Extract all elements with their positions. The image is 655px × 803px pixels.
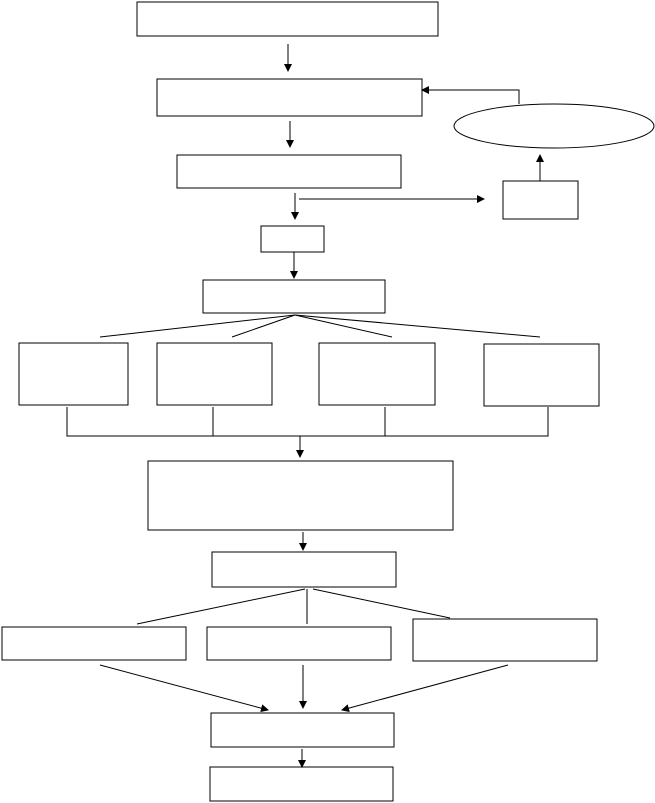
- lower-branch-3: [412, 618, 598, 662]
- merge-box: [147, 460, 454, 531]
- fan-line-2: [231, 314, 296, 338]
- small-box: [260, 225, 325, 253]
- branch-box-2: [156, 342, 273, 406]
- final-box: [209, 766, 394, 802]
- arrow-lower3-to-converge: [341, 664, 509, 713]
- fan-line-4: [294, 314, 541, 338]
- top-box: [136, 1, 439, 37]
- arrow-lower1-to-converge: [99, 664, 269, 713]
- second-split-box: [211, 551, 397, 588]
- side-box: [502, 180, 579, 220]
- fan-line-3: [294, 314, 393, 338]
- branch-box-4: [483, 343, 600, 407]
- arrow-ellipse-to-second: [421, 86, 520, 104]
- lower-branch-2: [206, 626, 392, 661]
- third-box: [176, 154, 402, 189]
- lower-branch-1: [1, 626, 187, 661]
- second-box: [156, 78, 423, 117]
- fan2-line-3: [312, 588, 451, 619]
- feedback-ellipse: [453, 103, 655, 149]
- branch-box-1: [18, 342, 129, 406]
- fan-line-1: [99, 314, 296, 338]
- merge-bracket: [66, 407, 549, 437]
- split-box: [202, 279, 386, 314]
- converge-box: [210, 712, 395, 748]
- branch-box-3: [318, 342, 436, 406]
- fan2-line-1: [136, 588, 306, 625]
